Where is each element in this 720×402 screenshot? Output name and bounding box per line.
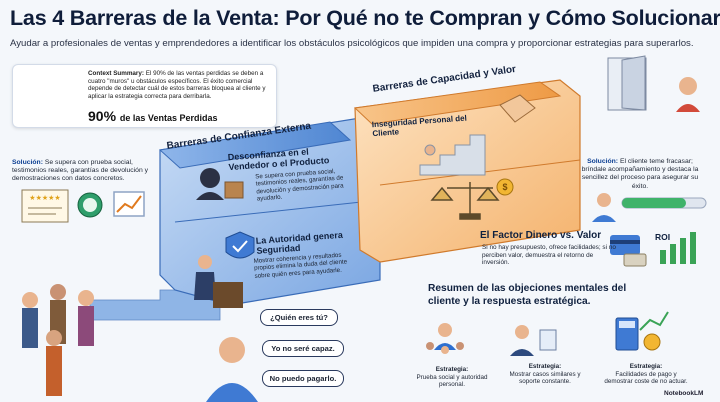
people-group-illustration: [22, 284, 94, 396]
growth-chart-icon: [113, 191, 145, 217]
lost-sales-stat: 90% de las Ventas Perdidas: [88, 108, 217, 124]
stat-label: de las Ventas Perdidas: [119, 113, 218, 123]
calculator-money-icon: [615, 311, 669, 351]
svg-text:$: $: [502, 182, 507, 192]
speech-bubble-who: ¿Quién eres tú?: [260, 309, 338, 326]
speaker-podium-illustration: [194, 255, 243, 308]
solution-left-text: Se supera con prueba social, testimonios…: [12, 159, 149, 183]
speech-bubble-pay: No puedo pagarlo.: [262, 370, 344, 387]
handshake-icon: [499, 94, 536, 123]
stat-value: 90%: [88, 108, 117, 124]
blue-block: [158, 117, 381, 306]
strategy-text: Mostrar casos similares y soporte consta…: [509, 370, 581, 386]
context-summary-label: Context Summary:: [88, 70, 144, 77]
door-illustration: [607, 55, 700, 112]
block-dinero-body: Si no hay presupuesto, ofrece facilidade…: [482, 244, 616, 267]
guarantee-badge-icon: [77, 192, 103, 218]
coin-icon: [496, 178, 514, 196]
testimonial-document-icon: ★★★★★: [21, 189, 69, 223]
page-subtitle: Ayudar a profesionales de ventas y empre…: [10, 38, 694, 49]
thinking-man-illustration: [206, 337, 258, 402]
page-title: Las 4 Barreras de la Venta: Por Qué no t…: [10, 6, 720, 30]
roi-chart-icon: [660, 232, 696, 264]
brand-watermark: NotebookLM: [664, 390, 704, 397]
audience-icon: [426, 323, 464, 354]
strategy-label: Estrategia:: [435, 366, 469, 373]
solution-right-label: Solución:: [587, 158, 619, 165]
strategy-item: Estrategia: Facilidades de pago y demost…: [602, 363, 690, 386]
speech-bubble-capable: Yo no seré capaz.: [262, 340, 344, 357]
strategy-item: Estrategia: Mostrar casos similares y so…: [502, 363, 588, 386]
context-summary-body: El 90% de las ventas perdidas se deben a…: [88, 70, 266, 100]
context-summary-card: [12, 64, 277, 128]
context-summary-text: Context Summary: El 90% de las ventas pe…: [88, 70, 274, 100]
svg-text:★★★★★: ★★★★★: [29, 194, 60, 202]
credit-card-icon: [610, 235, 647, 267]
scale-icon: [430, 182, 500, 220]
strategy-item: Estrategia: Prueba social y autoridad pe…: [414, 366, 490, 389]
progress-bar: [621, 197, 707, 209]
strategy-text: Facilidades de pago y demostrar coste de…: [604, 370, 688, 386]
roi-label: ROI: [655, 232, 671, 242]
strategy-label: Estrategia:: [528, 363, 562, 370]
support-icon: [592, 193, 616, 222]
strategy-text: Prueba social y autoridad personal.: [416, 373, 488, 389]
solution-right: Solución: El cliente teme fracasar; brín…: [574, 158, 706, 191]
shield-icon: [225, 231, 255, 259]
hooded-figure-icon: [196, 168, 244, 200]
strategy-label: Estrategia:: [629, 363, 663, 370]
solution-left-label: Solución:: [12, 159, 43, 166]
summary-title: Resumen de las objeciones mentales del c…: [428, 283, 627, 307]
block-dinero-title: El Factor Dinero vs. Valor: [480, 230, 602, 241]
stairs-block-illustration: [419, 134, 486, 176]
solution-right-text: El cliente teme fracasar; bríndale acomp…: [581, 158, 699, 190]
solution-left: Solución: Se supera con prueba social, t…: [12, 159, 162, 184]
mentor-icon: [510, 325, 557, 356]
